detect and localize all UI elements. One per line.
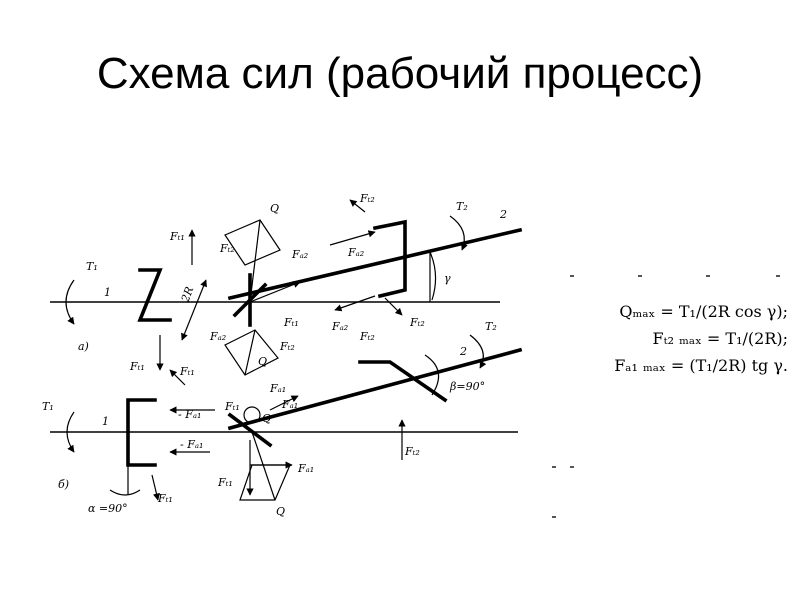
arrow-Ft2-top bbox=[349, 199, 366, 213]
label-Ft1-b4: Fₜ₁ bbox=[157, 492, 173, 505]
label-T1-b: T₁ bbox=[42, 400, 54, 413]
torque-T2-arc-b bbox=[469, 334, 487, 369]
label-shaft1-a: 1 bbox=[104, 286, 111, 299]
mesh-cross-b1 bbox=[227, 412, 273, 448]
gear2-profile-b bbox=[358, 360, 448, 403]
label-Ft2-middle: Fₜ₂ bbox=[279, 340, 295, 353]
label-part-a: а) bbox=[78, 340, 89, 353]
label-Fa1-b3: Fₐ₁ bbox=[297, 462, 314, 475]
dim-2R bbox=[181, 279, 207, 341]
beta-arc bbox=[424, 354, 440, 396]
label-Ft2-mid: Fₜ₂ bbox=[359, 330, 375, 343]
label-Fa1-b2: Fₐ₁ bbox=[281, 398, 298, 411]
dot bbox=[776, 275, 780, 277]
label-shaft1-b: 1 bbox=[102, 415, 109, 428]
label-shaft2-b: 2 bbox=[459, 345, 467, 358]
label-Ft1-down: Fₜ₁ bbox=[129, 360, 145, 373]
label-Ft1-up: Fₜ₁ bbox=[169, 230, 185, 243]
arrow-Fa1-top bbox=[269, 395, 299, 411]
q-diagonal-bottom bbox=[251, 431, 276, 501]
label-T2-b: T₂ bbox=[485, 320, 497, 333]
dot bbox=[570, 275, 574, 277]
dot bbox=[638, 275, 642, 277]
formula-block: Qₘₐₓ = T₁/(2R cos γ); Fₜ₂ ₘₐₓ = T₁/(2R);… bbox=[548, 298, 788, 379]
label-minusFa1: - Fₐ₁ bbox=[178, 408, 201, 421]
label-Ft2-top: Fₜ₂ bbox=[359, 192, 375, 205]
label-Q-middle: Q bbox=[258, 355, 267, 368]
label-Ft2-low: Fₜ₂ bbox=[409, 316, 425, 329]
label-Ft1-b2: Fₜ₁ bbox=[224, 400, 240, 413]
label-Q-b: Q bbox=[262, 412, 271, 425]
label-T1-a: T₁ bbox=[86, 260, 98, 273]
alpha-arc bbox=[109, 489, 141, 496]
mesh-circle-b bbox=[243, 406, 261, 424]
helix-line-a bbox=[227, 227, 523, 301]
label-Fa2-mid: Fₐ₂ bbox=[347, 246, 364, 259]
formula-fa1-max: Fₐ₁ ₘₐₓ = (T₁/2R) tg γ. bbox=[614, 356, 788, 375]
gear1-profile-a bbox=[137, 268, 172, 322]
force-diagram: а) 1 2 T₁ T₂ Q Fₜ₁ Fₜ₂ Fₐ₂ Fₜ₂ Fₐ₂ Fₐ₂ F… bbox=[42, 192, 523, 518]
label-Fa2-top: Fₐ₂ bbox=[291, 248, 308, 261]
label-Fa1-b1: Fₐ₁ bbox=[269, 382, 286, 395]
force-rhombus-top bbox=[224, 219, 281, 266]
scheme-a: а) 1 2 T₁ T₂ Q Fₜ₁ Fₜ₂ Fₐ₂ Fₜ₂ Fₐ₂ Fₐ₂ F… bbox=[50, 192, 523, 373]
formula-ft2-max: Fₜ₂ ₘₐₓ = T₁/(2R); bbox=[652, 329, 788, 348]
gamma-arc bbox=[429, 251, 437, 301]
label-T2-a: T₂ bbox=[456, 200, 468, 213]
label-2R: 2R bbox=[179, 285, 197, 305]
torque-T2-arc-a bbox=[449, 215, 468, 251]
formula-q-max: Qₘₐₓ = T₁/(2R cos γ); bbox=[619, 302, 788, 321]
slide-title: Схема сил (рабочий процесс) bbox=[96, 49, 704, 98]
arrow-Ft2-low bbox=[384, 297, 403, 316]
label-Ft2-b: Fₜ₂ bbox=[404, 445, 420, 458]
helix-line-b bbox=[227, 347, 523, 431]
dot bbox=[552, 466, 556, 468]
label-Fa2-middle: Fₐ₂ bbox=[209, 330, 226, 343]
label-Fa2-low: Fₐ₂ bbox=[331, 320, 348, 333]
label-Q-bottom: Q bbox=[276, 505, 285, 518]
label-Ft1-b3: Fₜ₁ bbox=[217, 476, 233, 489]
force-rhombus-middle bbox=[224, 329, 279, 376]
arrow-Fa2 bbox=[329, 230, 376, 246]
arrow-Fa2-center bbox=[249, 281, 301, 303]
dot bbox=[706, 275, 710, 277]
label-beta: β=90° bbox=[449, 380, 485, 393]
dot bbox=[570, 466, 574, 468]
torque-T1-arc-a bbox=[65, 279, 75, 325]
arrow-Ft1-b bbox=[169, 369, 186, 386]
dot bbox=[552, 516, 556, 518]
scheme-b: б) 1 2 T₁ T₂ Fₜ₁ - Fₐ₁ - Fₐ₁ Fₜ₁ Fₐ₁ Fₐ₁… bbox=[42, 320, 523, 518]
label-alpha: α =90° bbox=[88, 502, 128, 515]
label-Ft2-a1: Fₜ₂ bbox=[219, 242, 235, 255]
torque-T1-arc-b bbox=[66, 411, 75, 453]
arrow-Ft1-b-low bbox=[151, 474, 160, 501]
label-gamma: γ bbox=[444, 272, 451, 285]
label-Ft1-a2: Fₜ₁ bbox=[283, 316, 299, 329]
label-minusFa1-low: - Fₐ₁ bbox=[180, 438, 203, 451]
gear2-profile-a bbox=[372, 219, 407, 299]
label-shaft2-a: 2 bbox=[499, 208, 507, 221]
scheme-middle: Fₐ₂ Q Fₜ₂ bbox=[209, 329, 295, 376]
label-Ft1-b1: Fₜ₁ bbox=[179, 365, 195, 378]
arrow-Fa2-low bbox=[334, 295, 376, 312]
q-diagonal-middle bbox=[244, 329, 256, 376]
label-Q-top: Q bbox=[270, 202, 279, 215]
label-part-b: б) bbox=[58, 478, 69, 491]
